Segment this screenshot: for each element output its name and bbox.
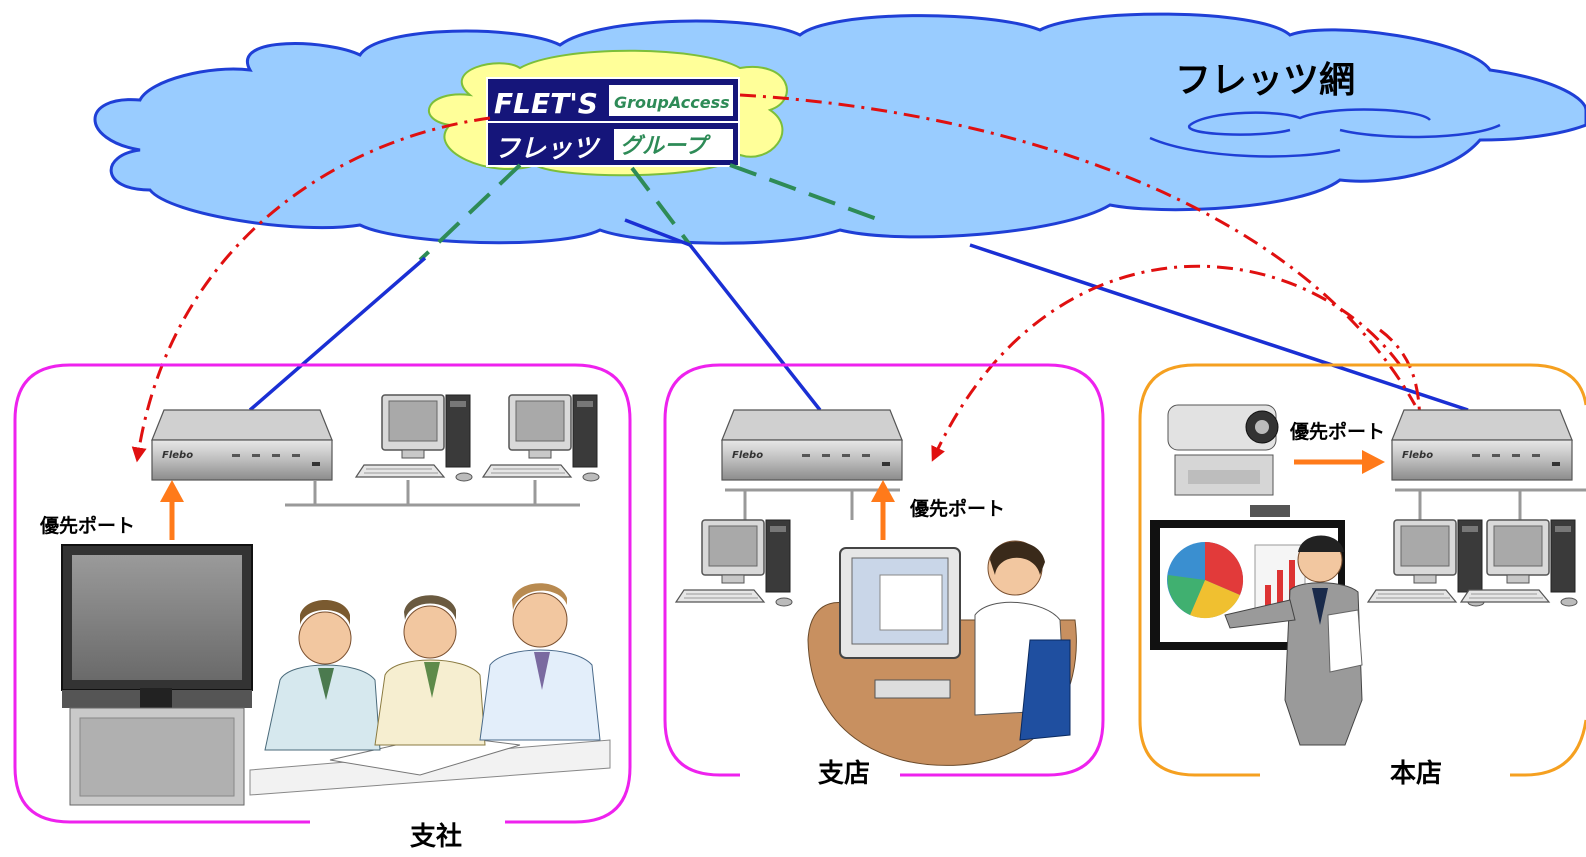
site-honten: 本店 優先ポート [1138, 363, 1586, 789]
logo-group-kana-text: グループ [620, 134, 712, 159]
virtual-link-honten [729, 163, 886, 224]
site-shisha: 支社 優先ポート [13, 363, 632, 852]
access-lines [248, 218, 1469, 412]
logo-flets-text: FLET'S [494, 87, 598, 120]
access-line-honten [969, 243, 1469, 412]
access-line-shiten [688, 243, 822, 412]
router-icon [1391, 409, 1573, 481]
logo-groupaccess-text: GroupAccess [614, 93, 730, 112]
pc-icon [675, 519, 793, 607]
logo-flets-kana-text: フレッツ [494, 134, 601, 164]
pc-icon [355, 394, 473, 482]
priority-port-label: 優先ポート [909, 497, 1005, 520]
pc-icon [482, 394, 600, 482]
flets-cloud: フレッツ網 [93, 12, 1586, 245]
site-label-honten: 本店 [1390, 759, 1442, 789]
priority-arrow [1294, 450, 1385, 474]
site-shiten: 支店 優先ポート [663, 363, 1105, 789]
site-border-shiten [663, 363, 1105, 777]
router-icon [151, 409, 333, 481]
lan-bus [285, 480, 580, 507]
priority-flow-honten [739, 93, 1417, 406]
site-border-honten [1138, 363, 1586, 777]
tv-conference-icon [61, 544, 253, 806]
priority-port-label: 優先ポート [39, 514, 135, 537]
virtual-link-shiten [630, 166, 692, 247]
virtual-link-shisha [418, 163, 522, 262]
camera-icon [1167, 404, 1279, 496]
access-line-shisha [248, 256, 427, 412]
priority-port-label: 優先ポート [1289, 420, 1385, 443]
priority-arrow [160, 480, 184, 540]
virtual-links [418, 163, 886, 262]
pie-chart-graphic [1167, 541, 1244, 619]
office-worker-icon [807, 540, 1077, 766]
priority-arrow [871, 480, 895, 540]
site-label-shiten: 支店 [818, 759, 870, 789]
router-icon [721, 409, 903, 481]
meeting-people-icon [249, 583, 611, 796]
priority-flow-shisha [131, 116, 491, 463]
site-border-shisha [13, 363, 632, 824]
site-label-shisha: 支社 [410, 821, 462, 852]
lan-bus [725, 488, 900, 520]
flets-group-logo: FLET'S GroupAccess フレッツ グループ [428, 49, 788, 177]
cloud-label: フレッツ網 [1175, 60, 1355, 101]
lan-bus [1395, 488, 1586, 520]
presenter-icon [1224, 535, 1363, 746]
cloud-shape [93, 12, 1586, 245]
